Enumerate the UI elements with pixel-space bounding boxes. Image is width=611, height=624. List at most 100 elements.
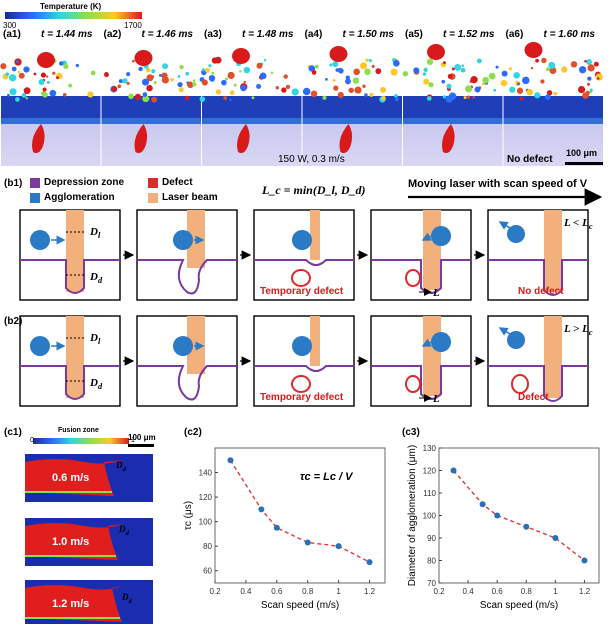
powder-particle — [275, 85, 280, 90]
defect-blob — [442, 124, 455, 154]
fusion-min: 0 — [30, 437, 34, 444]
powder-particle — [375, 68, 382, 75]
frame-label: (a6) — [506, 29, 524, 40]
powder-particle — [332, 79, 336, 82]
dl-label: Dl — [89, 226, 101, 240]
powder-particle — [126, 72, 131, 77]
powder-particle — [243, 66, 251, 74]
powder-particle — [221, 79, 227, 86]
dd-label: Dd — [89, 271, 103, 285]
powder-particle — [204, 67, 210, 73]
series-line — [229, 459, 370, 563]
powder-particle — [413, 67, 420, 74]
powder-particle — [466, 95, 470, 99]
agglomeration — [173, 336, 193, 356]
laser-beam — [310, 210, 320, 260]
dl-label: Dl — [89, 332, 101, 346]
agglomeration — [292, 230, 312, 250]
defect-blob — [339, 124, 353, 154]
frame-time: t = 1.46 ms — [142, 29, 194, 40]
frame-3: (a3)t = 1.48 ms — [199, 29, 302, 166]
dd-label: Dd — [89, 377, 103, 391]
powder-particle — [49, 89, 57, 97]
laser-beam — [544, 316, 562, 398]
x-tick-label: 0.8 — [521, 587, 533, 596]
panel-label-c3: (c3) — [402, 427, 420, 438]
powder-particle — [63, 63, 69, 69]
laser-beam — [423, 316, 441, 396]
powder-particle — [142, 95, 150, 103]
powder-particle — [21, 92, 27, 98]
data-point — [273, 524, 280, 531]
laser-beam — [66, 316, 84, 398]
powder-particle — [482, 76, 489, 84]
agglomeration — [30, 230, 50, 250]
powder-particle — [422, 72, 427, 76]
substrate — [503, 123, 603, 166]
powder-particle — [446, 83, 452, 89]
legend-laser: Laser beam — [162, 192, 218, 203]
powder-particle — [423, 78, 430, 85]
moving-laser-label: Moving laser with scan speed of V — [408, 178, 588, 190]
defect-swatch — [148, 178, 158, 188]
powder-particle — [126, 81, 130, 85]
powder-particle — [596, 77, 600, 80]
powder-particle — [546, 90, 553, 96]
powder-particle — [151, 69, 156, 74]
powder-particle — [584, 59, 587, 63]
data-point — [552, 535, 559, 541]
powder-particle — [45, 75, 49, 78]
fusion-zone — [25, 523, 123, 560]
powder-particle — [493, 88, 497, 92]
temporary-defect — [291, 375, 311, 393]
powder-particle — [368, 59, 373, 63]
powder-particle — [162, 63, 169, 70]
powder-particle — [208, 64, 212, 68]
powder-particle — [454, 63, 462, 71]
melt-line — [403, 118, 503, 124]
y-tick-label: 80 — [427, 557, 436, 566]
powder-particle — [11, 66, 17, 72]
panel-label-b2: (b2) — [4, 316, 23, 327]
agglomeration — [507, 331, 525, 349]
laser-swatch — [148, 193, 158, 203]
depression-swatch — [30, 178, 40, 188]
laser-beam — [544, 210, 562, 292]
y-axis-label: τc (μs) — [183, 501, 194, 530]
powder-particle — [535, 58, 539, 63]
depression-zone — [371, 365, 471, 400]
powder-particle — [582, 92, 589, 99]
powder-particle — [291, 88, 299, 96]
powder-particle — [256, 62, 263, 69]
powder-particle — [158, 73, 162, 77]
powder-particle — [117, 84, 122, 89]
agglomeration-blob — [37, 52, 55, 68]
powder-particle — [513, 72, 520, 79]
powder-particle — [192, 82, 197, 87]
powder-particle — [442, 95, 447, 99]
data-point — [227, 457, 234, 464]
diagram-box — [253, 209, 355, 301]
x-tick-label: 1.2 — [364, 587, 376, 596]
powder-particle — [546, 67, 550, 71]
dd-label: Dd — [115, 460, 127, 473]
powder-particle — [153, 81, 157, 85]
powder-particle — [587, 76, 592, 81]
frame-time: t = 1.48 ms — [242, 29, 294, 40]
powder-particle — [359, 62, 368, 70]
powder-particle — [90, 70, 96, 76]
agglomeration-arrow — [421, 232, 432, 241]
data-point — [523, 523, 530, 530]
agglomeration-blob — [232, 48, 250, 64]
powder-particle — [548, 61, 556, 69]
powder-particle — [15, 60, 19, 63]
powder-particle — [178, 87, 184, 93]
frame-time: t = 1.50 ms — [343, 29, 395, 40]
powder-particle — [311, 70, 317, 75]
powder-particle — [263, 59, 267, 62]
powder-particle — [243, 80, 247, 84]
substrate — [302, 123, 402, 166]
powder-particle — [516, 87, 524, 94]
diagram-box — [487, 209, 589, 301]
